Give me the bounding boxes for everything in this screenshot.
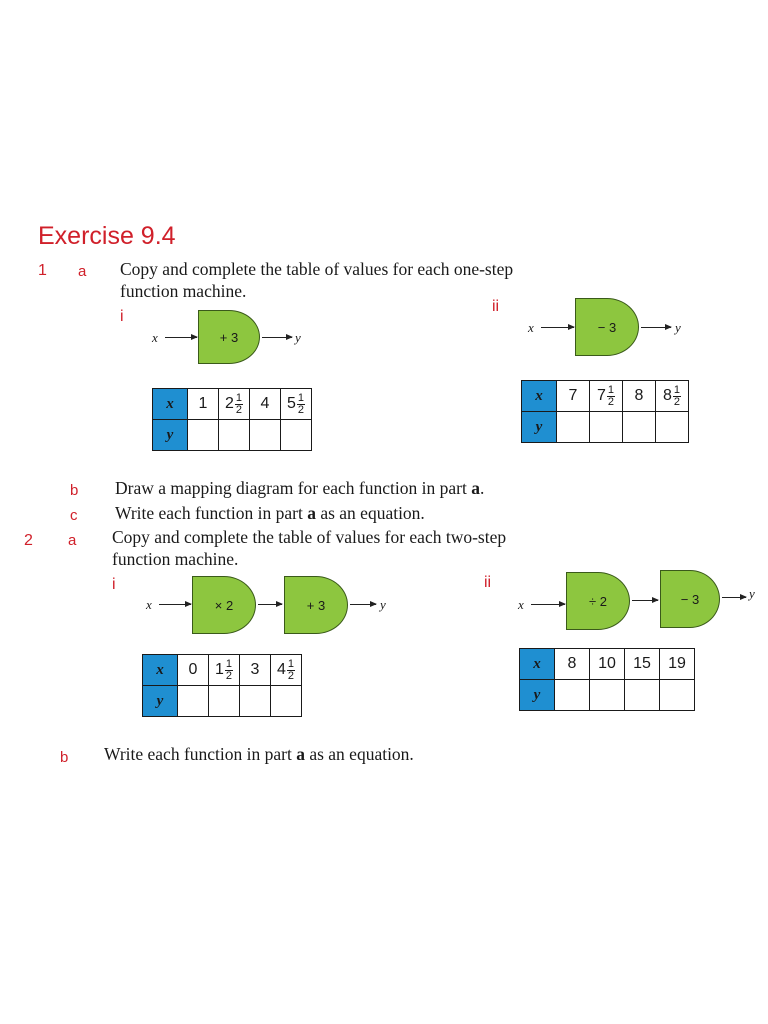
output-arrow — [641, 324, 672, 330]
table-cell-empty — [239, 685, 271, 717]
table-cell-empty — [249, 419, 281, 451]
table-cell: 8 — [554, 648, 590, 680]
q1-part-b-text: Draw a mapping diagram for each function… — [115, 478, 485, 498]
input-variable: x — [528, 320, 534, 335]
table-cell-empty — [659, 679, 695, 711]
row-header-x: x — [142, 654, 178, 686]
function-box-minus-3: − 3 — [660, 570, 720, 628]
q1-part-a-line1: Copy and complete the table of values fo… — [120, 259, 514, 279]
q1-part-a-label: a — [78, 263, 87, 280]
table-cell-empty — [218, 419, 250, 451]
question-2-number: 2 — [24, 532, 33, 549]
table-cell-empty — [655, 411, 689, 443]
input-arrow — [165, 334, 198, 340]
output-arrow — [350, 601, 377, 607]
input-variable: x — [152, 330, 158, 345]
q2-part-b-text: Write each function in part a as an equa… — [104, 744, 414, 764]
table-cell: 10 — [589, 648, 625, 680]
table-cell: 4 — [249, 388, 281, 420]
row-header-y: y — [142, 685, 178, 717]
output-variable: y — [295, 330, 301, 345]
row-header-x: x — [519, 648, 555, 680]
table-cell-empty — [177, 685, 209, 717]
row-header-y: y — [521, 411, 557, 443]
row-header-x: x — [521, 380, 557, 412]
table-cell: 3 — [239, 654, 271, 686]
function-box-minus-3: − 3 — [575, 298, 639, 356]
function-box-times-2: × 2 — [192, 576, 256, 634]
table-cell-empty — [554, 679, 590, 711]
table-cell-empty — [622, 411, 656, 443]
output-variable: y — [380, 597, 386, 612]
q1-sub-ii-label: ii — [492, 298, 500, 315]
exercise-title: Exercise 9.4 — [38, 222, 176, 250]
table-cell-empty — [208, 685, 240, 717]
q2-part-a-line1: Copy and complete the table of values fo… — [112, 527, 507, 547]
row-header-y: y — [152, 419, 188, 451]
q1-part-b-label: b — [70, 482, 79, 499]
q2-part-a-line2: function machine. — [112, 549, 239, 569]
table-cell-empty — [624, 679, 660, 711]
table-cell-empty — [270, 685, 302, 717]
row-header-y: y — [519, 679, 555, 711]
q2-part-a-label: a — [68, 532, 77, 549]
function-box-divide-2: ÷ 2 — [566, 572, 630, 630]
q2-sub-ii-label: ii — [484, 574, 492, 591]
output-arrow — [722, 594, 747, 600]
q2-ii-table: x 8 10 15 19 y — [519, 648, 695, 711]
q2-part-b-label: b — [60, 749, 69, 766]
q1-part-c-text: Write each function in part a as an equa… — [115, 503, 425, 523]
output-variable: y — [749, 586, 755, 601]
table-cell: 1 — [187, 388, 219, 420]
table-cell: 8 — [622, 380, 656, 412]
function-box-plus-3: + 3 — [284, 576, 348, 634]
q1-part-c-label: c — [70, 507, 78, 524]
function-box-plus-3: + 3 — [198, 310, 260, 364]
output-variable: y — [675, 320, 681, 335]
table-cell-empty — [589, 411, 623, 443]
input-variable: x — [146, 597, 152, 612]
table-cell: 7 — [556, 380, 590, 412]
table-cell: 15 — [624, 648, 660, 680]
input-arrow — [159, 601, 192, 607]
row-header-x: x — [152, 388, 188, 420]
q2-sub-i-label: i — [112, 576, 116, 593]
connector-arrow — [632, 597, 659, 603]
table-cell: 19 — [659, 648, 695, 680]
input-variable: x — [518, 597, 524, 612]
connector-arrow — [258, 601, 283, 607]
output-arrow — [262, 334, 293, 340]
q1-sub-i-label: i — [120, 308, 124, 325]
table-cell-empty — [556, 411, 590, 443]
input-arrow — [541, 324, 575, 330]
input-arrow — [531, 601, 566, 607]
table-cell: 0 — [177, 654, 209, 686]
table-cell-empty — [280, 419, 312, 451]
table-cell-empty — [589, 679, 625, 711]
q1-part-a-line2: function machine. — [120, 281, 247, 301]
table-cell-empty — [187, 419, 219, 451]
question-1-number: 1 — [38, 262, 47, 279]
